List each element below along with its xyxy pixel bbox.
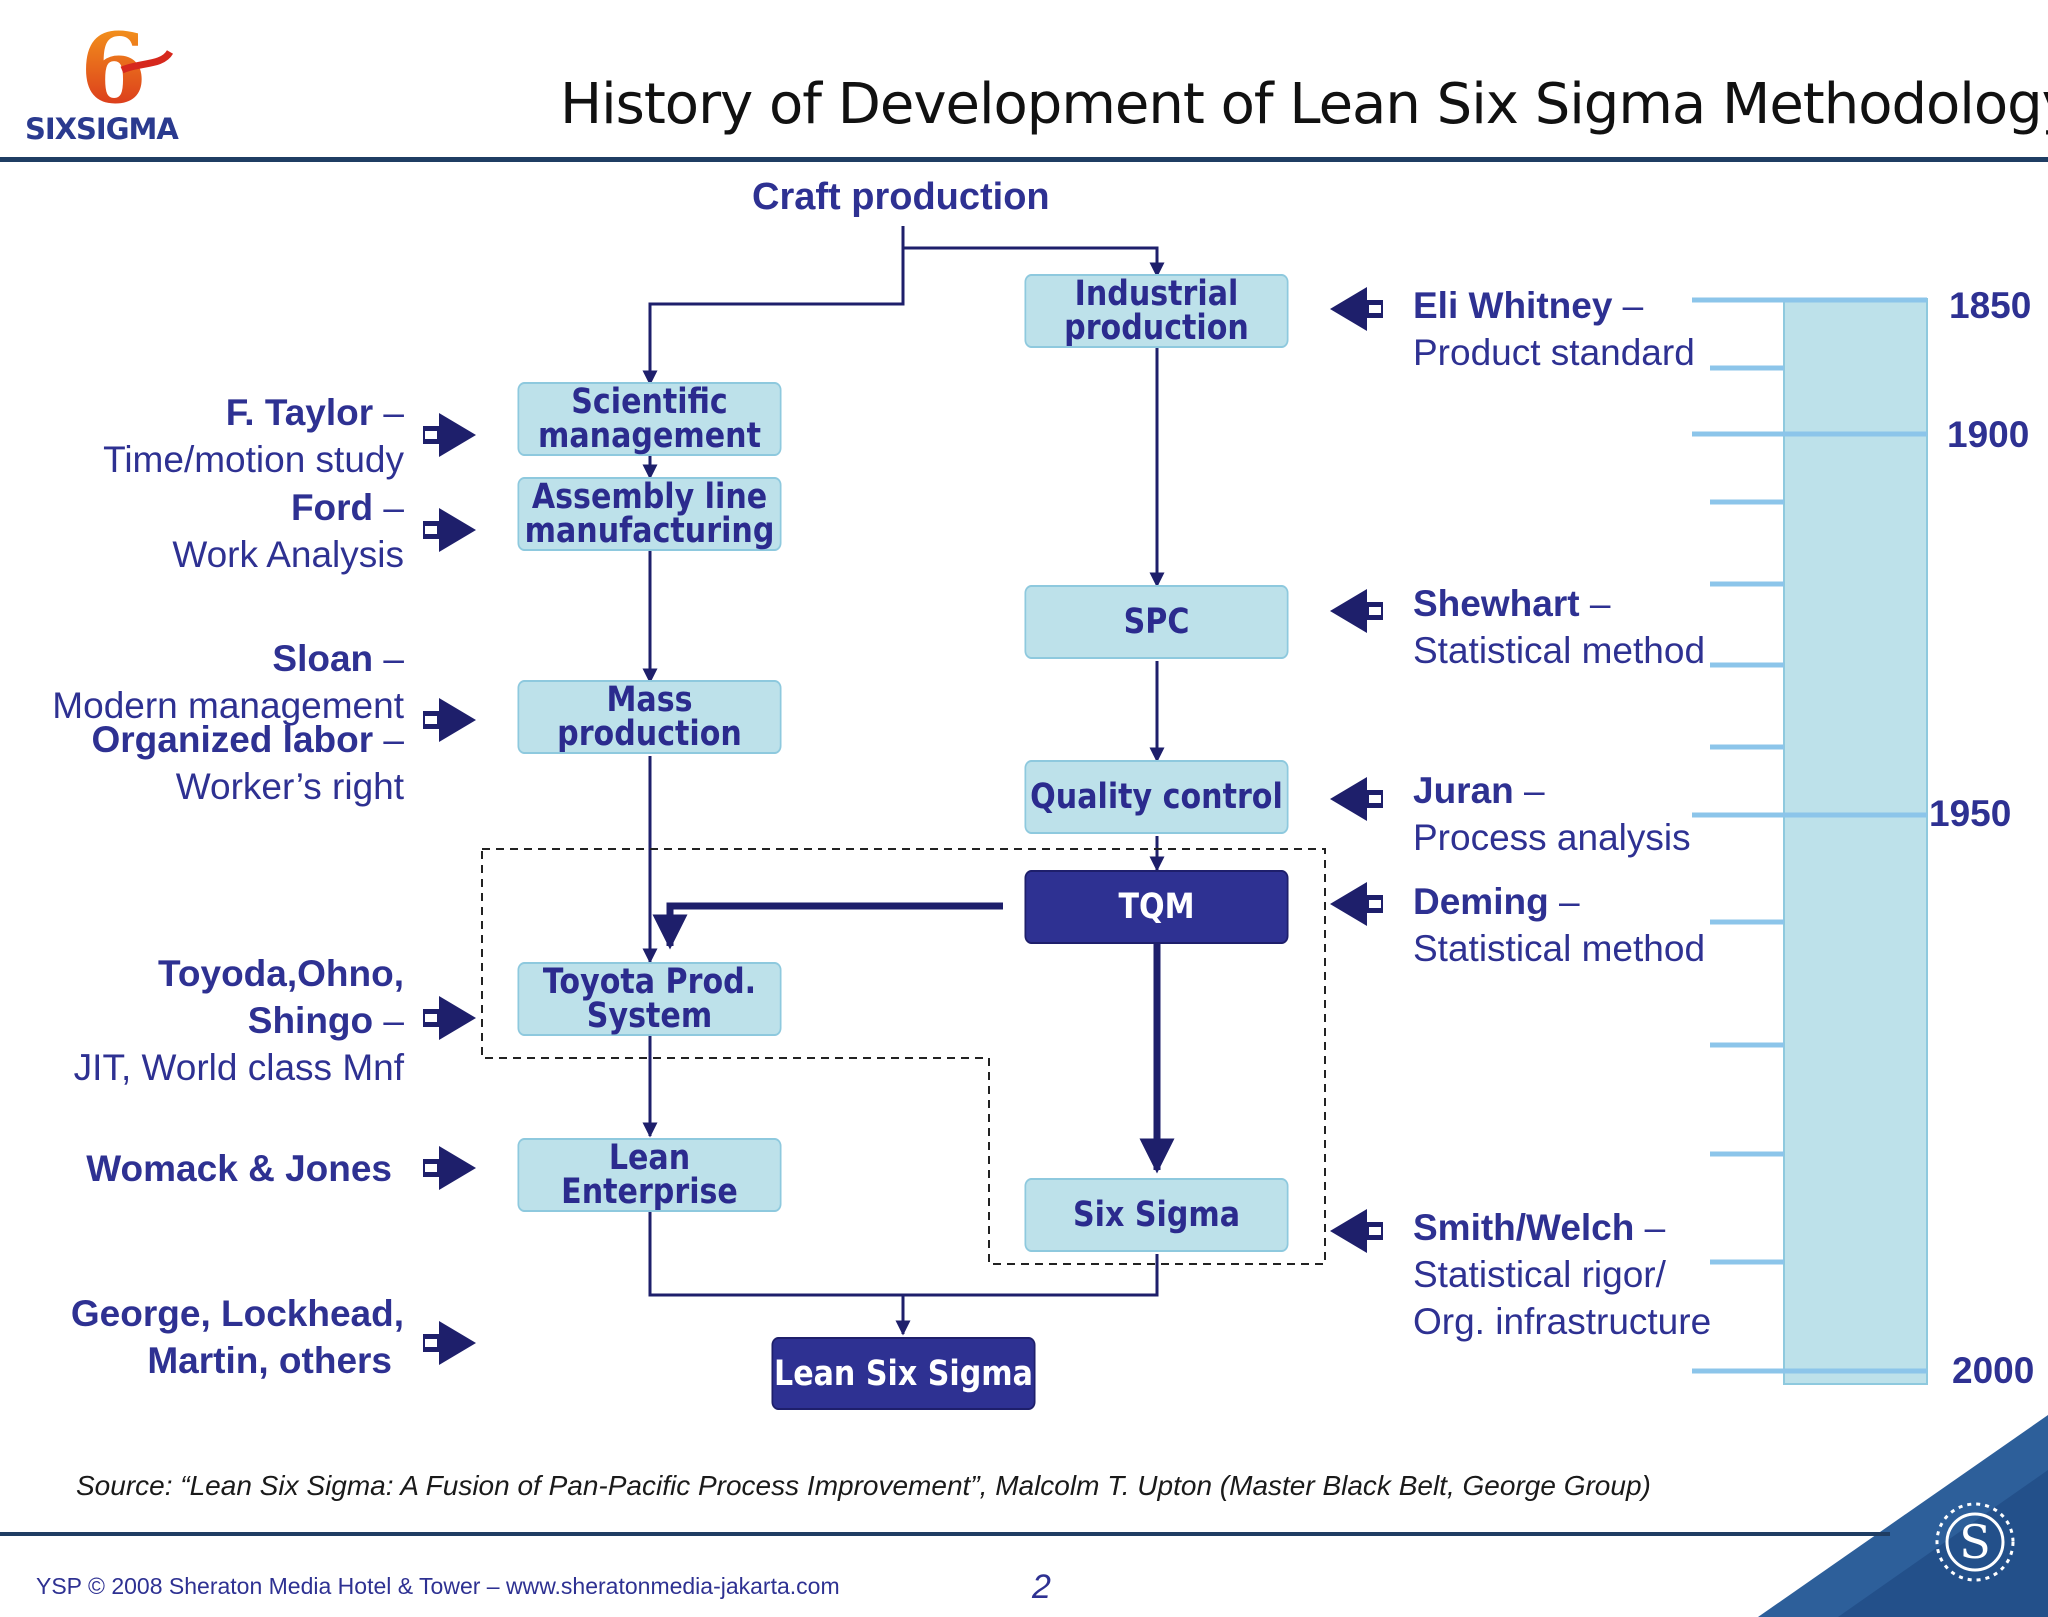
box-quality-control: Quality control — [1024, 760, 1289, 834]
logo-text: SIXSIGMA — [25, 112, 179, 146]
label-eli-whitney: Eli Whitney – Product standard — [1413, 285, 1695, 373]
label-taylor: F. Taylor – Time/motion study — [103, 392, 404, 480]
year-1850: 1850 — [1949, 285, 2032, 326]
box-lean-six-sigma: Lean Six Sigma — [771, 1337, 1036, 1410]
six-sigma-logo-icon: 6 — [80, 12, 174, 125]
craft-production-label: Craft production — [752, 176, 1050, 218]
box-spc: SPC — [1024, 585, 1289, 659]
page-title: History of Development of Lean Six Sigma… — [560, 72, 2048, 137]
label-shewhart: Shewhart – Statistical method — [1413, 583, 1706, 671]
label-george-lockhead: George, Lockhead, Martin, others — [70, 1293, 404, 1381]
box-tqm: TQM — [1024, 870, 1289, 944]
box-mass-production: Mass production — [517, 680, 782, 754]
label-toyoda: Toyoda,Ohno, Shingo – JIT, World class M… — [73, 953, 404, 1088]
label-sloan: Sloan – Modern management — [52, 638, 404, 726]
year-2000: 2000 — [1952, 1350, 2035, 1391]
label-ford: Ford – Work Analysis — [172, 487, 404, 575]
logo: 6 — [70, 12, 180, 125]
label-deming: Deming – Statistical method — [1413, 881, 1706, 969]
footer-divider — [0, 1532, 1890, 1536]
footer-copyright: YSP © 2008 Sheraton Media Hotel & Tower … — [36, 1573, 840, 1599]
label-juran: Juran – Process analysis — [1413, 770, 1691, 858]
label-womack-jones: Womack & Jones — [86, 1148, 392, 1189]
right-pointer-arrows — [1330, 287, 1383, 1253]
header-divider — [0, 157, 2048, 162]
year-1900: 1900 — [1947, 414, 2030, 455]
sheraton-logo: S — [1925, 1492, 2025, 1592]
svg-text:S: S — [1959, 1515, 1991, 1569]
label-smith-welch: Smith/Welch – Statistical rigor/ Org. in… — [1413, 1207, 1712, 1342]
label-organized-labor: Organized labor – Worker’s right — [91, 719, 404, 807]
timeline-ticks — [1692, 297, 1927, 1374]
page-number: 2 — [1032, 1568, 1051, 1606]
timeline-bar — [1783, 298, 1928, 1385]
year-1950: 1950 — [1929, 793, 2012, 834]
box-six-sigma: Six Sigma — [1024, 1178, 1289, 1252]
source-citation: Source: “Lean Six Sigma: A Fusion of Pan… — [76, 1470, 1651, 1501]
box-lean-enterprise: Lean Enterprise — [517, 1138, 782, 1212]
box-toyota-production-system: Toyota Prod.System — [517, 962, 782, 1036]
left-pointer-arrows — [423, 413, 476, 1365]
sheraton-laurel-icon: S — [1935, 1502, 2015, 1582]
